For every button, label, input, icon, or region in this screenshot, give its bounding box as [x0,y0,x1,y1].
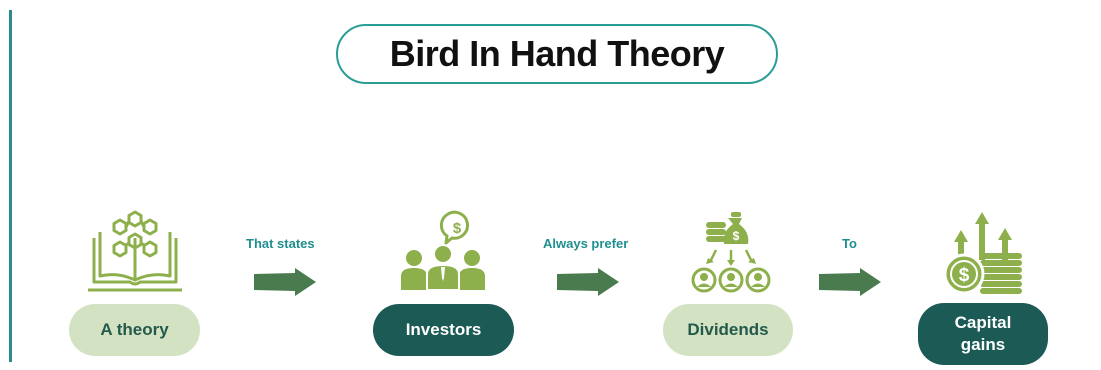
svg-text:$: $ [453,220,462,237]
right-arrow-icon [557,268,619,296]
node-dividends: Dividends [663,304,793,356]
node-label: A theory [100,320,169,339]
right-arrow-icon [254,268,316,296]
dividends-distribution-icon: $ [691,212,771,293]
node-capital-gains: Capital gains [918,303,1048,365]
node-label: Dividends [687,320,769,339]
right-arrow-icon [819,268,881,296]
diagram-title: Bird In Hand Theory [389,33,725,74]
left-accent-rule [9,10,12,362]
title-banner: Bird In Hand Theory [336,24,778,84]
node-label: Investors [405,320,482,339]
node-a-theory: A theory [69,304,200,356]
connector-label-always-prefer: Always prefer [543,236,629,251]
investors-group-icon: $ [401,210,485,291]
book-network-icon [88,210,182,292]
svg-text:$: $ [733,229,740,243]
connector-label-to: To [842,236,857,251]
svg-text:$: $ [959,265,970,286]
node-investors: Investors [373,304,514,356]
connector-label-that-states: That states [246,236,315,251]
node-label: Capital gains [954,313,1012,354]
coins-growth-icon: $ [944,212,1022,295]
